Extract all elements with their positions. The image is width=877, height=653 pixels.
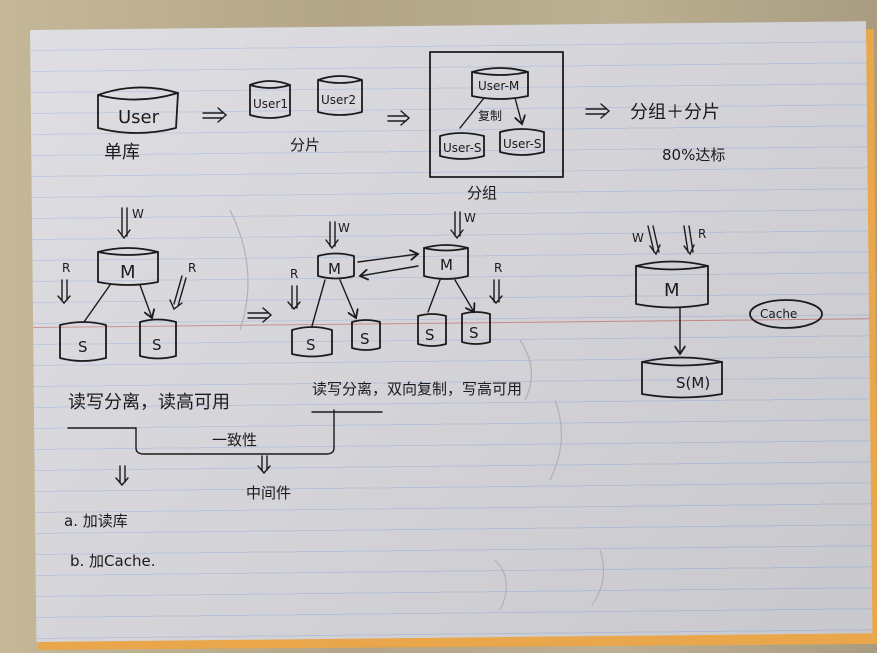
svg-text:S: S bbox=[306, 336, 316, 354]
sharding-caption: 分片 bbox=[290, 136, 320, 154]
svg-text:S: S bbox=[360, 330, 370, 348]
svg-text:S: S bbox=[469, 324, 479, 342]
arrow-right-1 bbox=[202, 107, 228, 123]
group-master: User-M bbox=[478, 79, 519, 93]
combined-caption: 分组＋分片 bbox=[630, 102, 720, 123]
single-db-label: User bbox=[118, 107, 160, 128]
svg-text:M: M bbox=[440, 256, 453, 274]
svg-text:W: W bbox=[464, 211, 476, 225]
svg-text:R: R bbox=[188, 261, 196, 275]
note-option-b: b. 加Cache. bbox=[70, 552, 155, 570]
group-slave-1: User-S bbox=[443, 141, 482, 155]
note-rw-split: 读写分离，读高可用 bbox=[68, 392, 230, 413]
arrow-right-4 bbox=[247, 307, 273, 323]
svg-text:S(M): S(M) bbox=[676, 374, 710, 392]
svg-text:M: M bbox=[664, 280, 680, 301]
svg-text:R: R bbox=[494, 261, 502, 275]
svg-text:R: R bbox=[290, 267, 298, 281]
svg-text:R: R bbox=[62, 261, 70, 275]
shard-db-1: User1 bbox=[253, 97, 288, 111]
svg-text:M: M bbox=[328, 260, 341, 278]
arrow-right-3 bbox=[585, 103, 611, 119]
master-slave-left: W M S S R R bbox=[57, 207, 196, 362]
cache-label: Cache bbox=[760, 307, 797, 321]
svg-text:S: S bbox=[78, 338, 88, 356]
show-through-marks bbox=[229, 209, 605, 611]
group-replicate: 复制 bbox=[478, 109, 502, 123]
single-db-caption: 单库 bbox=[104, 142, 140, 163]
dual-master: W M W M S S S S R R bbox=[287, 211, 503, 358]
group-box: User-M 复制 User-S User-S 分组 bbox=[429, 51, 564, 202]
svg-text:S: S bbox=[425, 326, 435, 344]
svg-text:S: S bbox=[152, 336, 162, 354]
note-middleware: 中间件 bbox=[246, 484, 291, 502]
single-db: User 单库 bbox=[97, 86, 179, 163]
combined-note: 80%达标 bbox=[662, 146, 725, 164]
cache-architecture: W R M Cache S(M) bbox=[632, 225, 823, 399]
svg-text:W: W bbox=[132, 207, 144, 221]
svg-text:M: M bbox=[120, 262, 136, 283]
svg-text:W: W bbox=[632, 231, 644, 245]
note-option-a: a. 加读库 bbox=[64, 512, 128, 530]
group-caption: 分组 bbox=[467, 184, 497, 202]
svg-text:R: R bbox=[698, 227, 706, 241]
shard-db-2: User2 bbox=[321, 93, 356, 107]
group-slave-2: User-S bbox=[503, 137, 542, 151]
arrow-right-2 bbox=[387, 110, 411, 126]
svg-text:W: W bbox=[338, 221, 350, 235]
notes: 读写分离，读高可用 读写分离，双向复制，写高可用 一致性 中间件 a. 加读库 … bbox=[64, 380, 522, 570]
note-rw-dual: 读写分离，双向复制，写高可用 bbox=[312, 380, 522, 398]
sharding: User1 User2 分片 bbox=[249, 75, 363, 154]
note-consistency: 一致性 bbox=[212, 431, 257, 449]
